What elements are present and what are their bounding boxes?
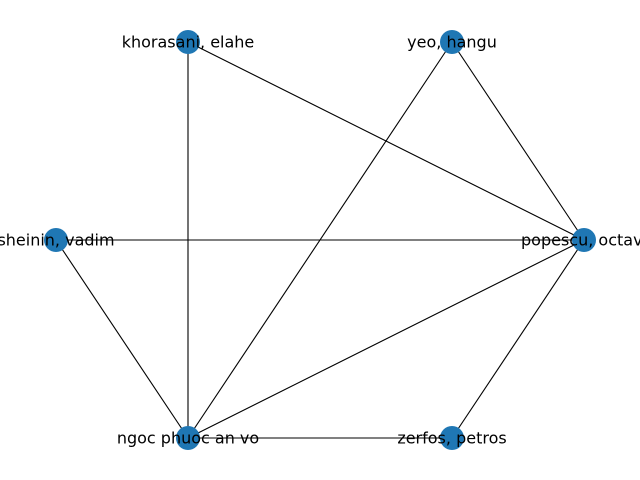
node-popescu[interactable]: [572, 228, 596, 252]
edge-layer: [55, 41, 585, 439]
node-label-popescu: popescu, octavi: [521, 231, 640, 250]
node-yeo[interactable]: [440, 30, 464, 54]
node-layer: [44, 30, 596, 450]
edge-yeo-popescu: [451, 41, 585, 241]
node-khorasani[interactable]: [176, 30, 200, 54]
edge-popescu-zerfos: [451, 239, 585, 439]
node-zerfos[interactable]: [440, 426, 464, 450]
edge-popescu-ngoc: [187, 239, 585, 439]
node-label-ngoc: ngoc phuoc an vo: [117, 429, 259, 448]
node-label-zerfos: zerfos, petros: [397, 429, 506, 448]
edge-sheinin-ngoc: [55, 239, 189, 439]
node-sheinin[interactable]: [44, 228, 68, 252]
node-ngoc[interactable]: [176, 426, 200, 450]
node-label-yeo: yeo, hangu: [407, 33, 497, 52]
node-label-khorasani: khorasani, elahe: [122, 33, 255, 52]
node-label-sheinin: sheinin, vadim: [0, 231, 115, 250]
label-layer: khorasani, elahe yeo, hangu sheinin, vadim…: [0, 33, 640, 448]
